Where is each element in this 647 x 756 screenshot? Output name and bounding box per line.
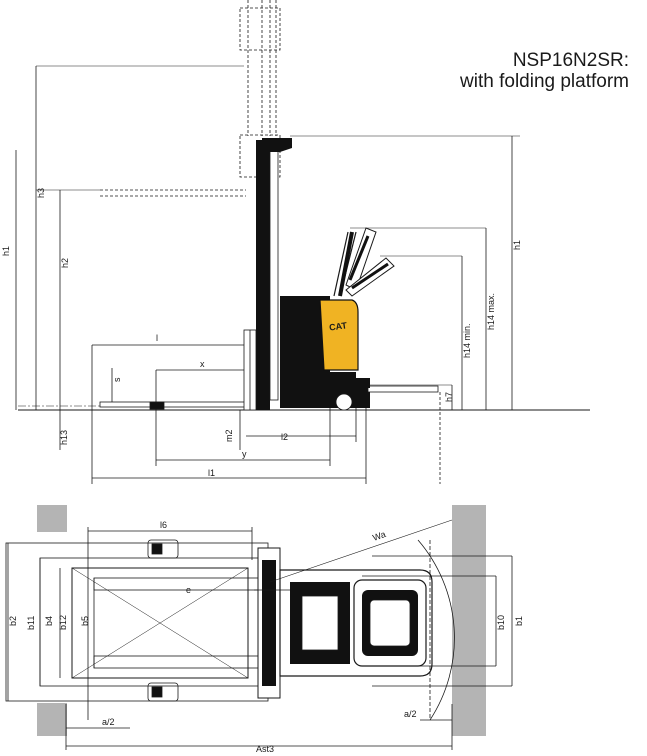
model-title: NSP16N2SR:: [512, 50, 629, 71]
label-h14-max: h14 max.: [486, 293, 496, 330]
mast: [256, 140, 270, 410]
label-b5: b5: [80, 616, 90, 626]
label-h2: h2: [60, 258, 70, 268]
label-y: y: [242, 449, 247, 459]
top-view: [5, 505, 513, 750]
label-ast3: Ast3: [256, 744, 274, 754]
platform: [367, 385, 439, 393]
load-pallet: [71, 567, 249, 679]
tiller-arm-upper: [333, 231, 357, 297]
label-h3: h3: [36, 188, 46, 198]
mast-extended-outline: [100, 0, 281, 197]
label-b10: b10: [496, 615, 506, 630]
label-a2-left: a/2: [102, 717, 115, 727]
label-h14-min: h14 min.: [462, 323, 472, 358]
label-s: s: [112, 377, 122, 382]
label-e: e: [186, 585, 191, 595]
label-b4: b4: [44, 616, 54, 626]
cat-logo: CAT: [328, 320, 348, 332]
label-h1-right: h1: [512, 240, 522, 250]
label-l6: l6: [160, 520, 167, 530]
label-x: x: [200, 359, 205, 369]
model-subtitle: with folding platform: [460, 71, 629, 92]
label-m2: m2: [224, 429, 234, 442]
tiller-arm-lower: [345, 257, 395, 297]
label-l2: l2: [281, 432, 288, 442]
label-wa: Wa: [371, 529, 387, 543]
label-b1: b1: [514, 616, 524, 626]
aisle-wall-right: [452, 505, 486, 736]
label-b11: b11: [26, 616, 36, 630]
drive-hood: [319, 299, 359, 371]
label-a2-right: a/2: [404, 709, 417, 719]
label-h13: h13: [59, 430, 69, 445]
pallet-stack-left-top: [37, 505, 67, 532]
top-view-labels: l6 Wa e b2 b11 b12 b4 b5 b10 b1 a/2 a/2 …: [8, 520, 524, 754]
pallet-stack-left-bottom: [37, 703, 67, 736]
side-view: [15, 0, 590, 484]
fork: [99, 401, 249, 408]
side-view-labels: h1 h3 h2 h13 l x s m2 l2 y l1 h7 h14 min…: [1, 188, 522, 478]
label-l: l: [156, 333, 158, 343]
label-l1: l1: [208, 468, 215, 478]
label-h7: h7: [444, 392, 454, 402]
label-h1-left: h1: [1, 246, 11, 256]
label-b2: b2: [8, 616, 18, 626]
label-b12: b12: [58, 615, 68, 630]
